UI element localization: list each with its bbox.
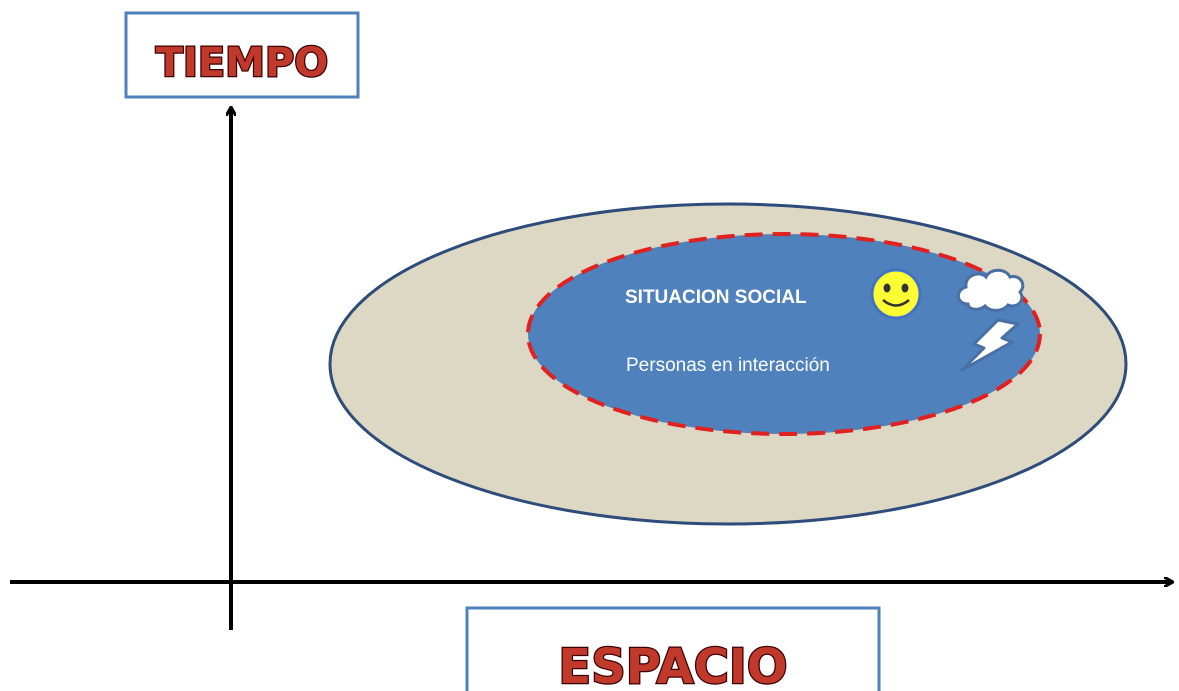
tiempo-label-box xyxy=(124,11,360,99)
espacio-label: ESPACIO xyxy=(558,639,787,691)
thought-cloud-icon xyxy=(956,268,1025,312)
espacio-label-box xyxy=(465,606,881,691)
situation-title: SITUACION SOCIAL xyxy=(625,287,807,308)
lightning-bolt-icon xyxy=(960,318,1020,372)
smiley-face-icon xyxy=(870,268,922,320)
situation-subtitle: Personas en interacción xyxy=(626,355,830,376)
social-situation-ellipse xyxy=(526,232,1042,436)
tiempo-label: TIEMPO xyxy=(156,40,329,86)
